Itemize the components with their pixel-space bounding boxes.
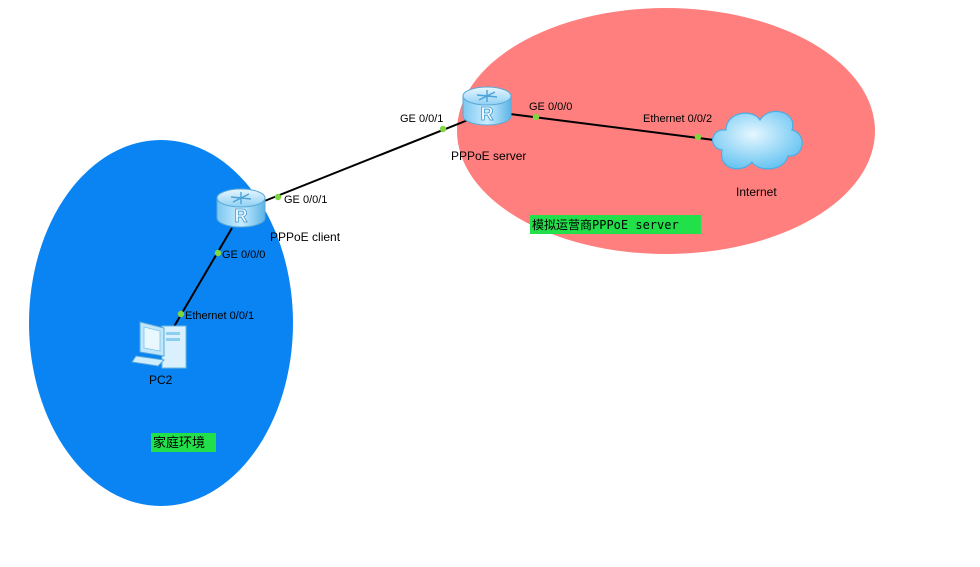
internet-label: Internet [736,185,777,199]
port-dot-pc-eth [177,310,185,318]
port-label-pc-eth: Ethernet 0/0/1 [185,310,254,322]
pppoe-client-label: PPPoE client [270,230,341,244]
port-dot-server-ge001 [439,125,447,133]
pppoe-server-label: PPPoE server [451,149,526,163]
pppoe-client-router-icon[interactable] [216,188,266,228]
pppoe-server-router-icon[interactable] [462,86,512,126]
isp-zone-tag-bg [530,215,701,234]
isp-zone-tag: 模拟运营商PPPoE server [532,217,679,232]
internet-cloud-icon[interactable] [712,110,803,170]
home-zone [29,140,293,506]
port-label-client-ge001: GE 0/0/1 [284,194,327,206]
port-label-server-ge000: GE 0/0/0 [529,101,572,113]
link-client-server[interactable] [261,119,469,203]
port-label-internet-eth: Ethernet 0/0/2 [643,113,712,125]
isp-zone [457,8,875,254]
home-zone-tag-bg [151,433,216,452]
pc-label: PC2 [149,373,173,387]
port-dot-internet-eth [694,133,702,141]
port-label-client-ge000: GE 0/0/0 [222,249,265,261]
port-label-server-ge001: GE 0/0/1 [400,113,443,125]
home-zone-tag: 家庭环境 [153,435,205,451]
port-dot-server-ge000 [532,113,540,121]
port-dot-client-ge000 [214,249,222,257]
pc-icon[interactable] [131,321,187,369]
port-dot-client-ge001 [274,193,282,201]
link-server-internet[interactable] [509,113,723,142]
